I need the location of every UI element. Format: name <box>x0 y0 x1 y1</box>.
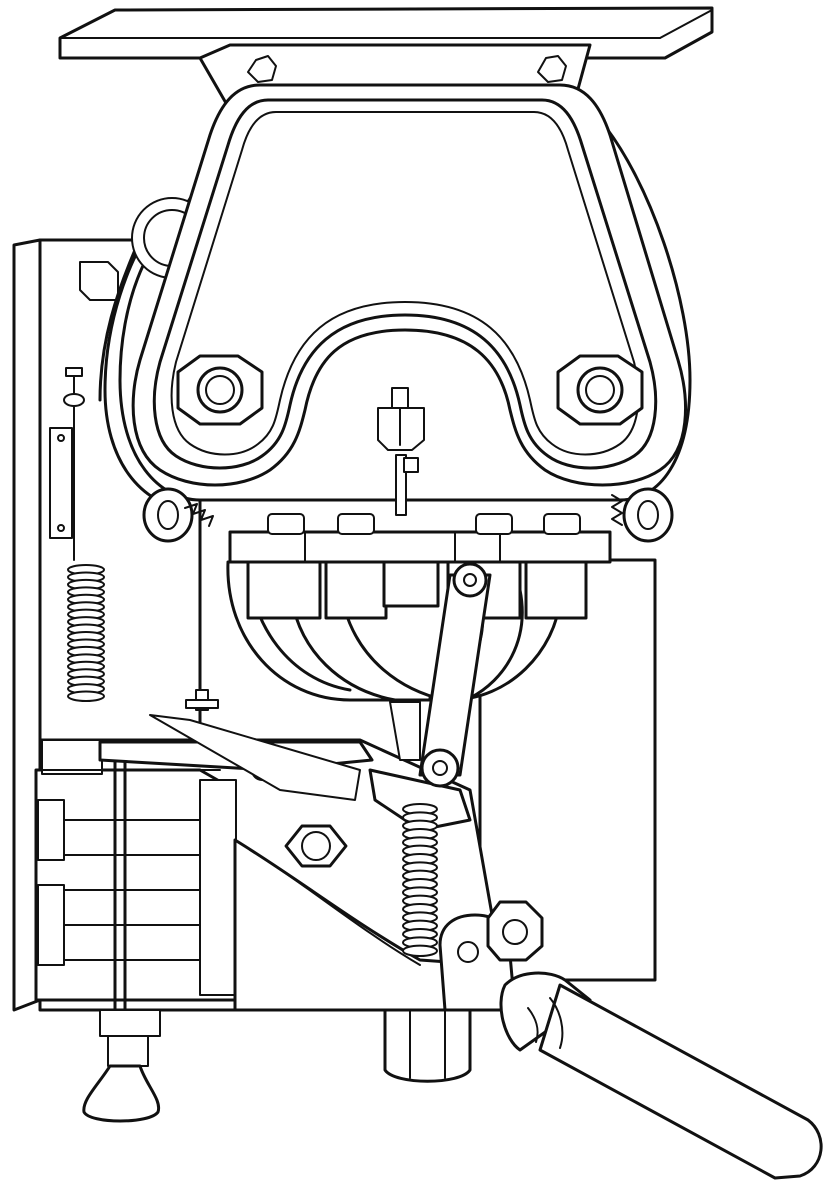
closing-spring <box>402 803 438 957</box>
handle-pivot <box>438 900 544 1012</box>
panel-stud <box>79 261 119 301</box>
handle-body <box>233 768 502 1012</box>
tension-spring-left <box>67 564 105 702</box>
foot-screw <box>82 1009 161 1123</box>
bottom-nut <box>383 1006 472 1083</box>
handle-grip <box>499 971 823 1180</box>
arc-chute-cover <box>131 83 687 487</box>
mid-hex-bolt <box>284 824 348 868</box>
trip-lever <box>98 689 374 801</box>
crossbar-bolt-4 <box>543 513 581 535</box>
crossbar-bolt-1 <box>267 513 305 535</box>
bracket-bolt-right <box>537 55 567 83</box>
adjusting-screw <box>63 367 85 561</box>
crossbar-bolt-2 <box>337 513 375 535</box>
cover-spring-right <box>611 487 674 543</box>
crossbar-bolt-3 <box>475 513 513 535</box>
spring-coil <box>402 944 438 957</box>
hex-nut-left <box>176 354 264 426</box>
shunt-coil <box>34 739 237 1022</box>
bracket-bolt-left <box>247 55 277 83</box>
hex-nut-right <box>556 354 644 426</box>
operating-link <box>389 562 492 788</box>
cover-spring-left <box>142 487 214 543</box>
left-bracket-strip <box>49 427 73 539</box>
spring-coil <box>67 690 105 702</box>
crossbar <box>228 513 612 564</box>
center-clevis <box>377 387 425 516</box>
